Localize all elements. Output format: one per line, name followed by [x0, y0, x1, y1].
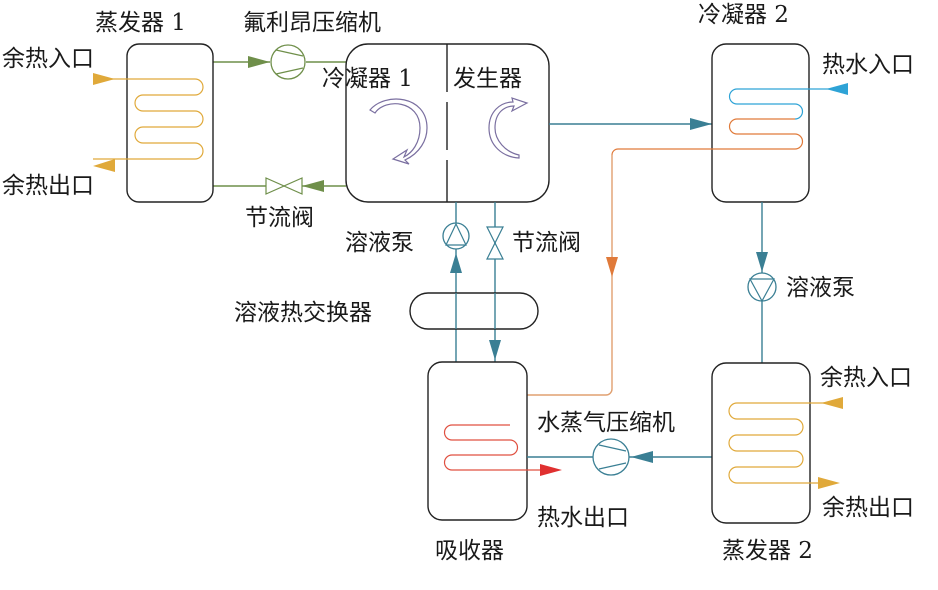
solution-pump-left-label: 溶液泵: [345, 230, 414, 256]
waste-heat-out-1-arrow: [93, 159, 115, 172]
throttle-valve-left-label: 节流阀: [245, 205, 314, 231]
solution-heat-exchanger-label: 溶液热交换器: [234, 300, 372, 326]
refrigerant-flow-arrow-right: [690, 118, 712, 130]
steam-compressor-label: 水蒸气压缩机: [537, 410, 675, 436]
evaporator1-coil: [93, 78, 204, 160]
steam-flow-arrow-left: [631, 451, 653, 463]
solution-pump-right-icon: [747, 272, 777, 303]
freon-flow-arrow-right: [248, 56, 270, 68]
condenser2-coil: [611, 88, 848, 156]
solution-flow-arrow-down: [489, 340, 501, 360]
hot-water-out-label: 热水出口: [537, 505, 629, 531]
waste-heat-out-1-label: 余热出口: [2, 173, 94, 199]
waste-heat-out-2-label: 余热出口: [822, 495, 914, 521]
hot-water-flow-arrow-down: [606, 257, 618, 277]
condenser2-vessel: [711, 43, 810, 203]
generator-label: 发生器: [453, 66, 522, 92]
hot-water-in-label: 热水入口: [822, 52, 914, 78]
waste-heat-out-2-arrow: [818, 477, 840, 489]
evaporator2-label: 蒸发器 2: [722, 538, 813, 564]
condenser2-label: 冷凝器 2: [698, 2, 789, 28]
evaporator1-label: 蒸发器 1: [95, 10, 186, 36]
hot-water-in-arrow: [826, 83, 848, 95]
absorber-coil: [443, 424, 545, 471]
absorber-label: 吸收器: [435, 538, 504, 564]
condenser1-label: 冷凝器 1: [322, 66, 413, 92]
freon-throttle-valve-icon: [265, 177, 303, 195]
absorber-vessel: [427, 361, 528, 521]
freon-compressor-label: 氟利昂压缩机: [243, 10, 381, 36]
condenser1-swirl-icon: [369, 98, 428, 165]
solution-heat-exchanger-vessel: [409, 292, 539, 330]
hot-water-out-arrow: [540, 464, 562, 476]
waste-heat-in-1-label: 余热入口: [2, 46, 94, 72]
waste-heat-in-1-arrow: [93, 73, 115, 85]
waste-heat-in-2-arrow: [821, 397, 843, 409]
steam-compressor-icon: [592, 438, 630, 476]
evaporator1-vessel: [126, 43, 214, 203]
solution-flow-arrow-up: [450, 253, 462, 273]
evaporator2-vessel: [711, 362, 811, 524]
throttle-valve-mid-label: 节流阀: [512, 230, 581, 256]
evaporator2-coil: [728, 402, 830, 484]
solution-flow-arrow-down-right: [756, 252, 768, 272]
freon-compressor-icon: [270, 44, 306, 80]
generator-swirl-icon: [488, 97, 529, 159]
solution-pump-right-label: 溶液泵: [786, 275, 855, 301]
waste-heat-in-2-label: 余热入口: [820, 365, 912, 391]
solution-pump-left-icon: [442, 222, 470, 250]
freon-flow-arrow-left: [302, 180, 324, 192]
throttle-valve-mid-icon: [486, 226, 504, 260]
freon-loop: [213, 44, 346, 195]
